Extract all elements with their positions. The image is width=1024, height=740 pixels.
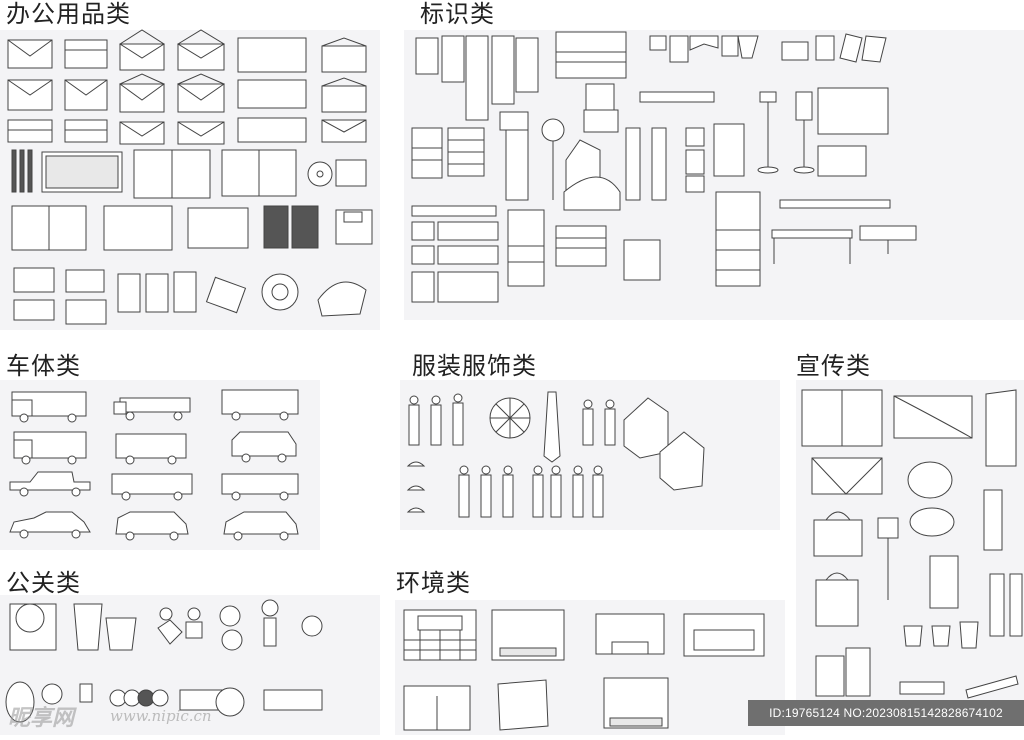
environment-items — [403, 609, 765, 731]
office-pens-folders — [11, 149, 373, 251]
vehicles — [9, 389, 299, 541]
watermark-brand: 昵享网 — [8, 705, 75, 731]
signage-panels — [411, 31, 887, 303]
vehicles-heading: 车体类 — [6, 352, 81, 380]
office-misc — [13, 267, 367, 325]
promo-heading: 宣传类 — [796, 352, 871, 380]
office-heading: 办公用品类 — [6, 0, 131, 28]
pr-items — [5, 599, 323, 723]
environment-heading: 环境类 — [396, 569, 471, 597]
apparel-figures — [406, 391, 705, 518]
apparel-heading: 服装服饰类 — [412, 352, 537, 380]
image-id-bar: ID:19765124 NO:20230815142828674102 — [748, 700, 1024, 726]
signage-heading: 标识类 — [420, 0, 495, 28]
promo-items — [801, 389, 1023, 699]
signage-right — [757, 87, 917, 264]
pr-heading: 公关类 — [6, 569, 81, 597]
watermark-url: www.nipic.cn — [110, 707, 212, 725]
office-envelopes — [7, 29, 367, 145]
